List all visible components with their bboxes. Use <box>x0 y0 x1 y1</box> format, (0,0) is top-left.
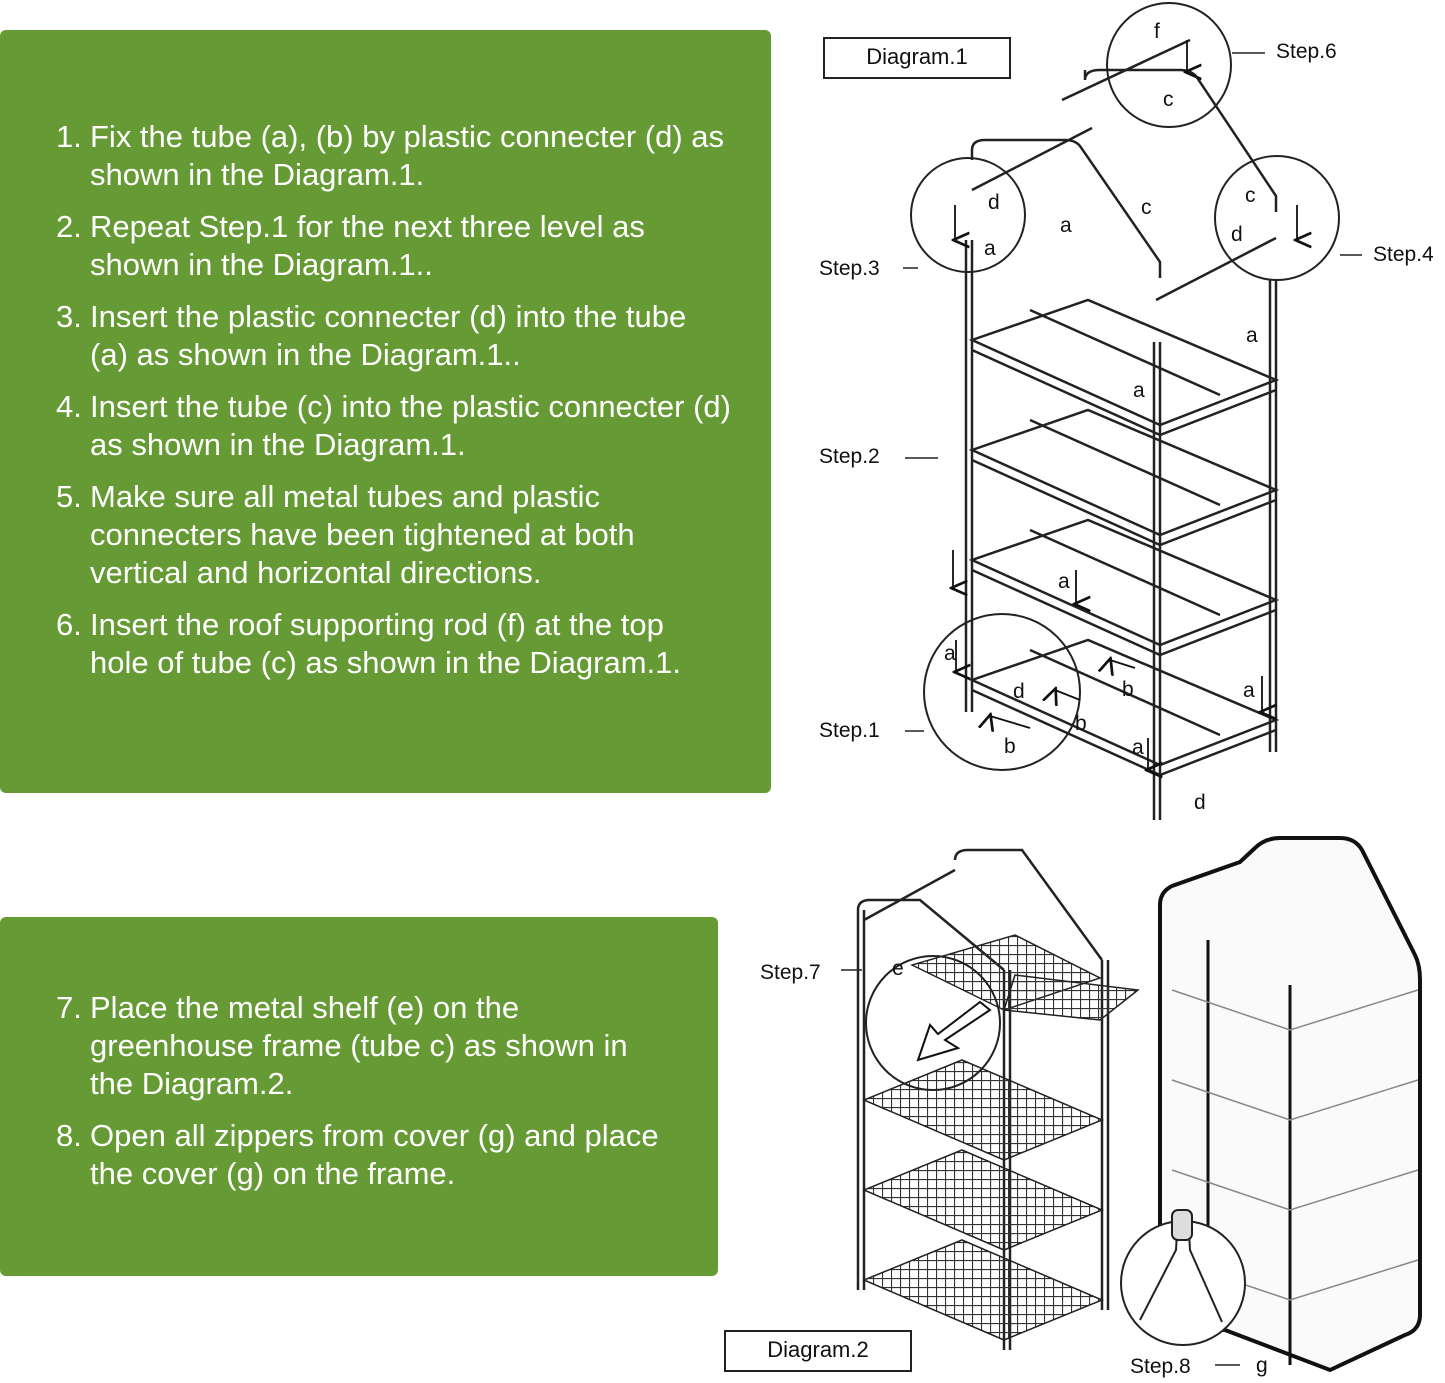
diagram-1-label: Diagram.1 <box>823 37 1011 79</box>
step-number: 6. <box>56 607 82 642</box>
step-number: 8. <box>56 1118 82 1153</box>
insertion-arrows <box>953 40 1297 770</box>
diagram-1-frame <box>964 38 1280 820</box>
step-2-label: Step.2 <box>819 445 880 468</box>
part-label-a: a <box>1060 214 1072 237</box>
part-label-d: d <box>1194 791 1206 814</box>
instructions-panel-2: 7.Place the metal shelf (e) on the green… <box>0 917 718 1276</box>
step-text: Insert the plastic connecter (d) into th… <box>90 299 687 372</box>
part-label-b: b <box>1122 678 1134 701</box>
part-label-d: d <box>988 191 1000 214</box>
diagram-2-label: Diagram.2 <box>724 1330 912 1372</box>
part-label-d: d <box>1013 680 1025 703</box>
part-label-c: c <box>1141 196 1152 219</box>
wire-shelves <box>862 934 1140 1341</box>
part-label-b: b <box>1004 735 1016 758</box>
part-label-e: e <box>892 957 904 980</box>
part-label-a: a <box>1246 324 1258 347</box>
part-label-a: a <box>1058 570 1070 593</box>
step-text: Place the metal shelf (e) on the greenho… <box>90 990 628 1101</box>
step-1-label: Step.1 <box>819 719 880 742</box>
step-number: 1. <box>56 119 82 154</box>
step-text: Fix the tube (a), (b) by plastic connect… <box>90 119 725 192</box>
part-label-f: f <box>1154 20 1160 43</box>
part-label-c: c <box>1163 88 1174 111</box>
instruction-step-7: 7.Place the metal shelf (e) on the green… <box>56 989 678 1103</box>
step-text: Insert the tube (c) into the plastic con… <box>90 389 731 462</box>
part-label-b: b <box>1075 712 1087 735</box>
instruction-step-3: 3.Insert the plastic connecter (d) into … <box>56 298 731 374</box>
step-number: 3. <box>56 299 82 334</box>
step-3-label: Step.3 <box>819 257 880 280</box>
step-7-detail-circle <box>865 955 1001 1091</box>
instruction-step-8: 8.Open all zippers from cover (g) and pl… <box>56 1117 678 1193</box>
part-label-g: g <box>1256 1354 1268 1377</box>
part-label-d: d <box>1231 223 1243 246</box>
instruction-list-1: 1.Fix the tube (a), (b) by plastic conne… <box>56 118 731 682</box>
part-label-a: a <box>1133 379 1145 402</box>
detail-circles <box>910 2 1340 771</box>
step-6-label: Step.6 <box>1276 40 1337 63</box>
instruction-step-5: 5.Make sure all metal tubes and plastic … <box>56 478 731 592</box>
step-number: 5. <box>56 479 82 514</box>
instruction-step-4: 4.Insert the tube (c) into the plastic c… <box>56 388 731 464</box>
instruction-step-1: 1.Fix the tube (a), (b) by plastic conne… <box>56 118 731 194</box>
step-text: Insert the roof supporting rod (f) at th… <box>90 607 682 680</box>
step-7-label: Step.7 <box>760 961 821 984</box>
place-shelf-arrow-icon <box>916 1000 992 1062</box>
step-text: Make sure all metal tubes and plastic co… <box>90 479 635 590</box>
step-text: Repeat Step.1 for the next three level a… <box>90 209 645 282</box>
step-8-label: Step.8 <box>1130 1355 1191 1378</box>
step-number: 2. <box>56 209 82 244</box>
instruction-list-2: 7.Place the metal shelf (e) on the green… <box>56 989 678 1193</box>
instructions-panel-1: 1.Fix the tube (a), (b) by plastic conne… <box>0 30 771 793</box>
diagram-1-part-labels: f c d a a c c d a a a a d b b b a a d <box>944 20 1258 814</box>
part-label-a: a <box>1243 679 1255 702</box>
part-label-a: a <box>944 642 956 665</box>
step-text: Open all zippers from cover (g) and plac… <box>90 1118 659 1191</box>
step-4-label: Step.4 <box>1373 243 1434 266</box>
part-label-c: c <box>1245 184 1256 207</box>
step-number: 7. <box>56 990 82 1025</box>
part-label-a: a <box>984 237 996 260</box>
instruction-step-6: 6.Insert the roof supporting rod (f) at … <box>56 606 731 682</box>
zipper-icon <box>1139 1209 1223 1323</box>
instruction-step-2: 2.Repeat Step.1 for the next three level… <box>56 208 731 284</box>
part-label-a: a <box>1132 736 1144 759</box>
step-number: 4. <box>56 389 82 424</box>
diagram-1-step-labels: Step.6 Step.4 Step.3 Step.2 Step.1 <box>819 40 1434 742</box>
